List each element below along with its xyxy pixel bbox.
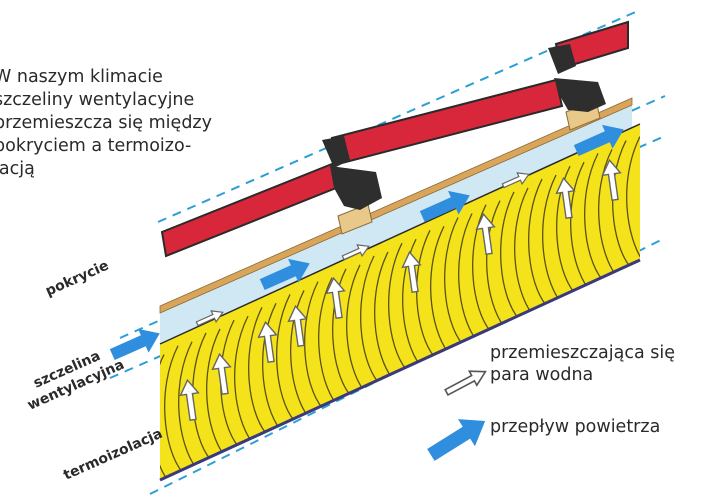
vapor-arrow (555, 176, 576, 219)
vapor-arrow (257, 320, 278, 363)
vapor-arrow (325, 276, 346, 319)
insulation-fiber (444, 213, 477, 344)
tile-hook (330, 166, 382, 210)
vapor-arrows (179, 158, 622, 421)
tile-hook (322, 136, 350, 168)
insulation-fiber (332, 264, 365, 396)
insulation-fiber (612, 136, 640, 267)
gap-vapor-arrow (341, 244, 370, 261)
vapor-arrow (179, 378, 200, 421)
insulation-top-edge (159, 123, 641, 345)
insulation-fiber (416, 226, 449, 357)
ventilation-gap (160, 105, 632, 344)
insulation-bottom-edge (159, 258, 641, 482)
vapor-arrow (401, 250, 422, 293)
gap-vapor-arrows (195, 172, 530, 327)
vapor-arrow-icon (444, 370, 487, 397)
label-roofing: pokrycie (43, 258, 111, 300)
vapor-arrow (287, 304, 308, 347)
insulation-fiber (472, 200, 505, 332)
insulation-layer (159, 123, 641, 482)
label-insulation: termoizolacja (61, 426, 165, 484)
intro-line: W naszym klimacie (0, 67, 163, 87)
intro-line: przemieszcza się między (0, 113, 212, 133)
tile-hook (554, 78, 606, 112)
vapor-arrow (211, 352, 232, 395)
airflow-arrow (109, 328, 160, 361)
vapor-arrow (601, 158, 622, 201)
insulation-fiber (500, 187, 533, 319)
airflow-arrow (573, 124, 624, 157)
tile-hook (548, 44, 576, 74)
vapor-arrow (475, 212, 496, 255)
airflow-arrow-icon (427, 419, 486, 461)
legend-vapor-label: przemieszczająca się para wodna (490, 343, 676, 385)
airflow-arrow (259, 258, 310, 291)
intro-line: szczeliny wentylacyjne (0, 90, 195, 110)
insulation-fill (160, 124, 640, 480)
airflow-arrow (419, 190, 470, 223)
gap-vapor-arrow (501, 172, 530, 189)
insulation-fiber (160, 354, 169, 480)
insulation-fiber (164, 341, 197, 473)
gap-vapor-arrow (195, 310, 224, 327)
insulation-fiber (276, 290, 309, 421)
intro-text: W naszym klimacie szczeliny wentylacyjne… (0, 66, 244, 181)
insulation-fiber (248, 302, 281, 434)
insulation-fiber (304, 277, 337, 409)
intro-line: lacją (0, 159, 35, 179)
legend-airflow-label: przepływ powietrza (490, 417, 661, 437)
roof-tiles (160, 20, 629, 258)
roof-membrane (159, 97, 633, 314)
insulation-fiber (584, 149, 617, 280)
insulation-fiber (360, 251, 393, 383)
airflow-arrows (109, 124, 624, 361)
intro-line: pokryciem a termoizo- (0, 136, 192, 156)
insulation-fiber (528, 174, 561, 306)
